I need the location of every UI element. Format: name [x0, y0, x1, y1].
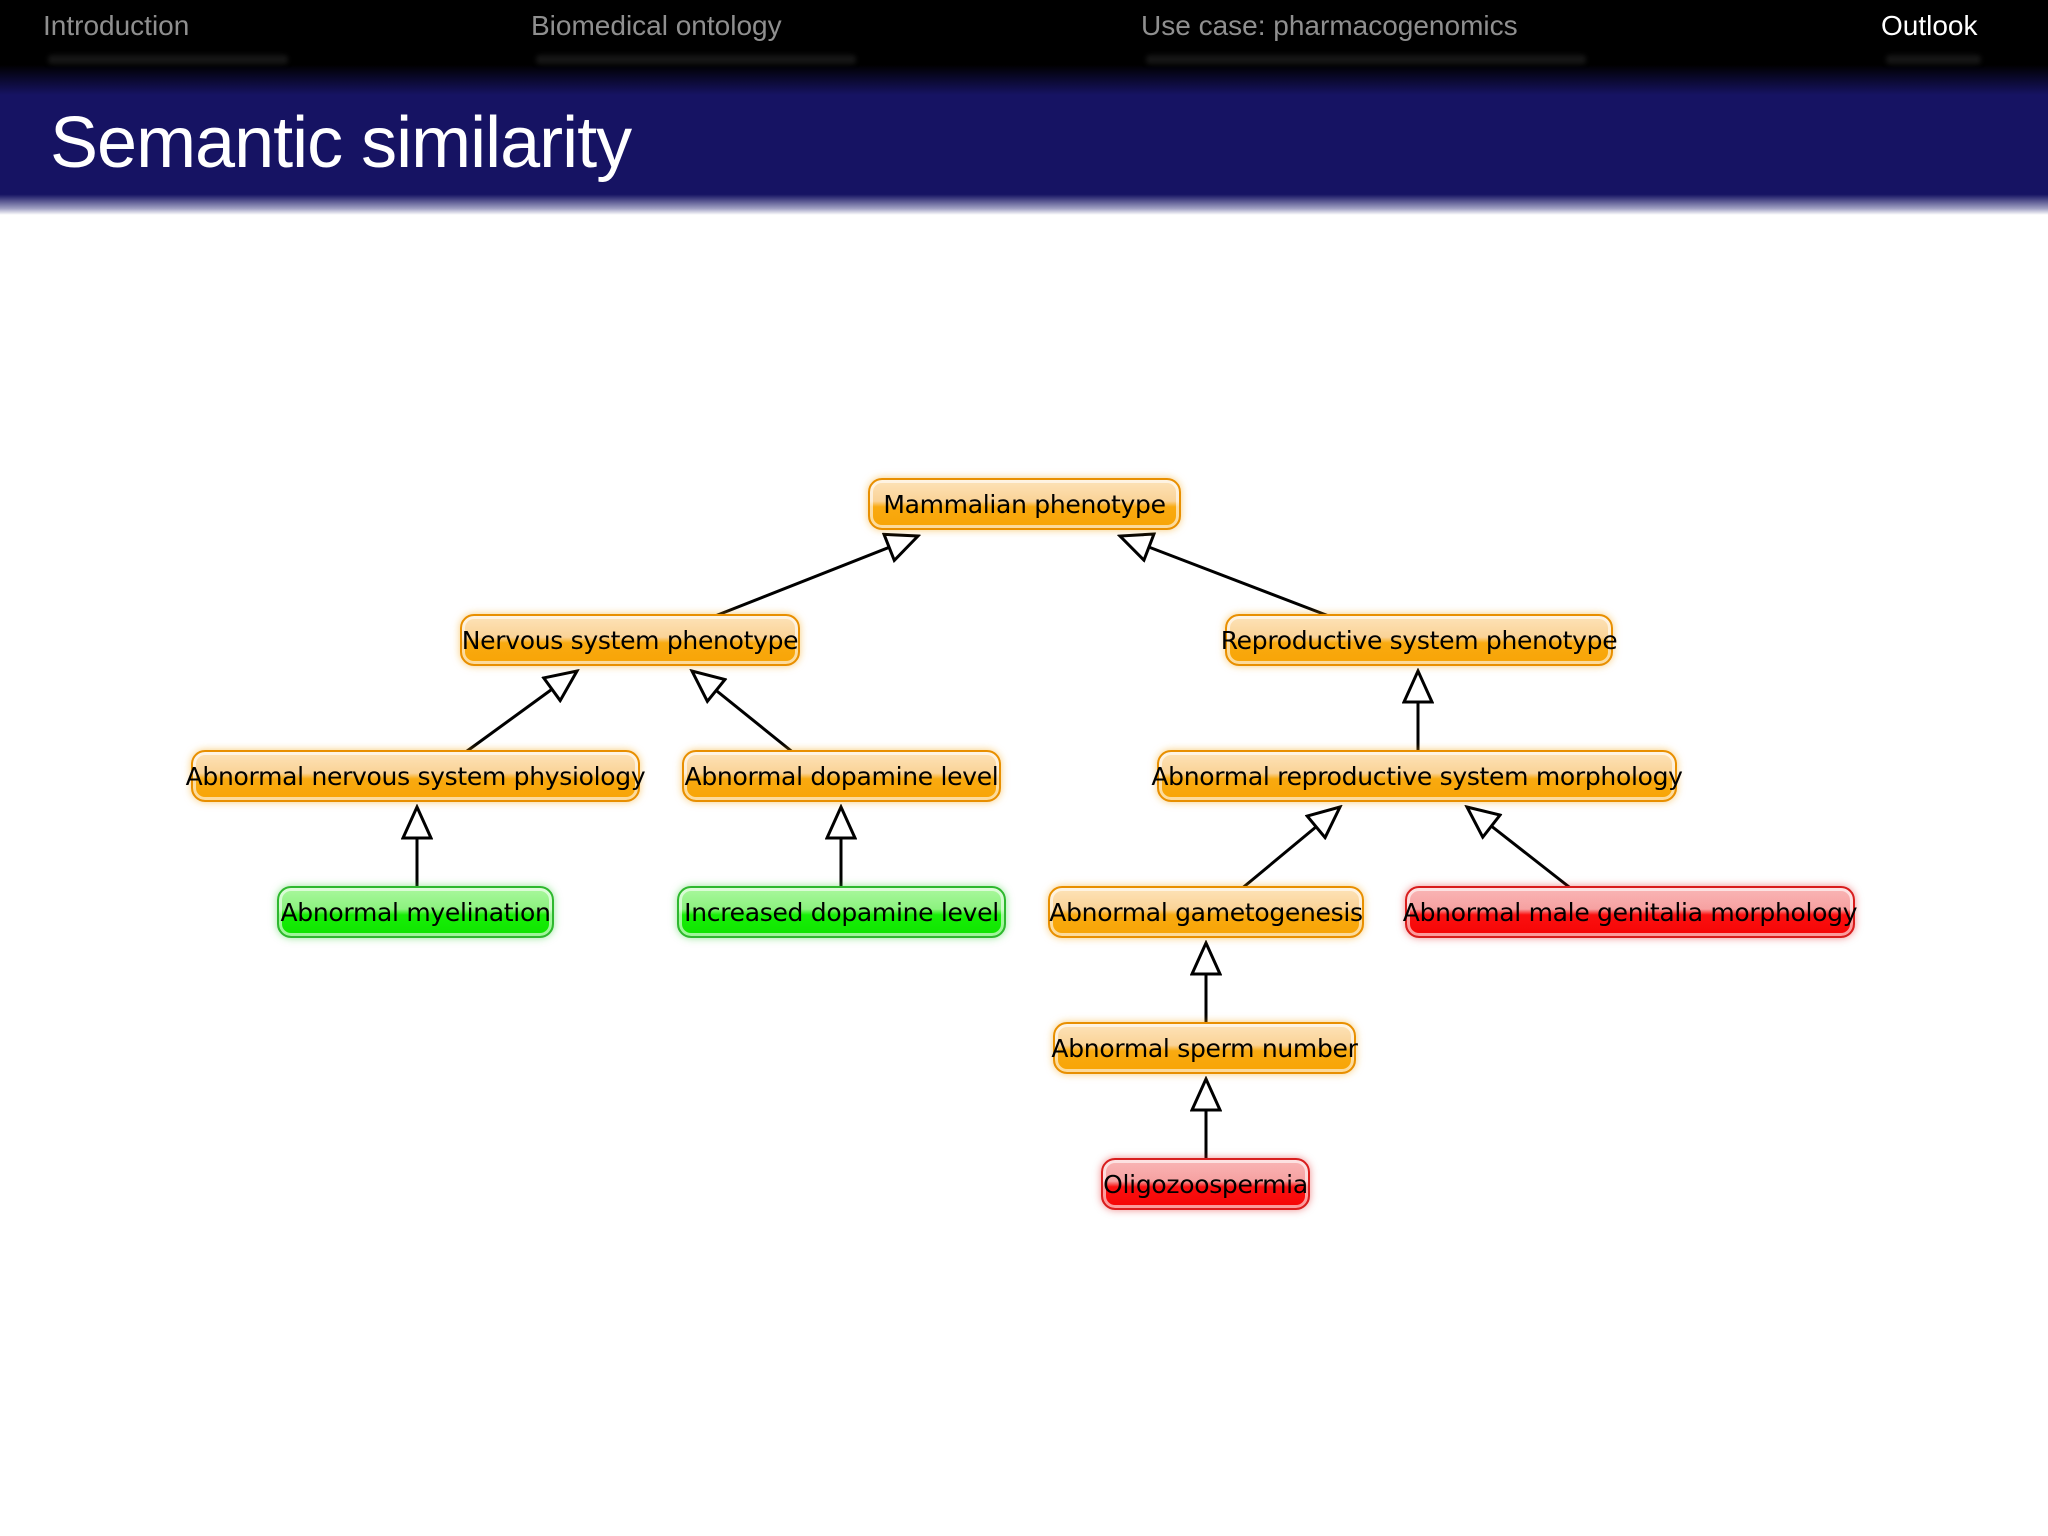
node-label: Abnormal reproductive system morphology	[1151, 761, 1683, 791]
node-abnormal-nervous-system-physiology: Abnormal nervous system physiology	[186, 750, 646, 802]
node-label: Abnormal myelination	[280, 897, 551, 927]
nav-item-outlook[interactable]: Outlook	[1881, 10, 1978, 41]
node-label: Abnormal dopamine level	[684, 761, 999, 791]
nav-item-biomedical-ontology[interactable]: Biomedical ontology	[531, 10, 782, 41]
node-label: Abnormal sperm number	[1051, 1033, 1358, 1063]
node-abnormal-male-genitalia-morphology: Abnormal male genitalia morphology	[1402, 886, 1858, 938]
node-mammalian-phenotype: Mammalian phenotype	[868, 478, 1181, 530]
edge-ansp-to-nsp	[462, 671, 577, 756]
node-nervous-system-phenotype: Nervous system phenotype	[460, 614, 800, 666]
node-label: Abnormal male genitalia morphology	[1402, 897, 1858, 927]
node-abnormal-gametogenesis: Abnormal gametogenesis	[1048, 886, 1364, 938]
node-increased-dopamine-level: Increased dopamine level	[677, 886, 1006, 938]
edge-rsp-to-mammalian	[1120, 536, 1335, 620]
node-reproductive-system-phenotype: Reproductive system phenotype	[1221, 614, 1618, 666]
node-label: Mammalian phenotype	[883, 489, 1166, 519]
nav-subsection-ghost	[1146, 55, 1586, 64]
node-abnormal-dopamine-level: Abnormal dopamine level	[682, 750, 1001, 802]
node-label: Abnormal nervous system physiology	[185, 761, 646, 791]
edge-amgm-to-arsm	[1467, 807, 1574, 892]
nav-item-introduction[interactable]: Introduction	[43, 10, 190, 41]
node-abnormal-sperm-number: Abnormal sperm number	[1051, 1022, 1358, 1074]
nav-subsection-ghost	[536, 55, 856, 64]
node-oligozoospermia: Oligozoospermia	[1101, 1158, 1310, 1210]
node-label: Oligozoospermia	[1103, 1169, 1308, 1199]
edge-nsp-to-mammalian	[709, 536, 918, 620]
edge-gametogenesis-to-arsm	[1239, 807, 1340, 892]
node-label: Nervous system phenotype	[461, 625, 799, 655]
nav-item-use-case-pharmacogenomics[interactable]: Use case: pharmacogenomics	[1141, 10, 1518, 41]
node-label: Abnormal gametogenesis	[1049, 897, 1363, 927]
node-label: Increased dopamine level	[684, 897, 999, 927]
node-abnormal-reproductive-system-morphology: Abnormal reproductive system morphology	[1151, 750, 1683, 802]
node-label: Reproductive system phenotype	[1220, 625, 1618, 655]
nav-subsection-ghost	[1886, 55, 1981, 64]
nav-subsection-ghost	[48, 55, 288, 64]
header: Introduction Biomedical ontology Use cas…	[0, 0, 2048, 216]
page-title: Semantic similarity	[50, 103, 632, 183]
edge-adl-to-nsp	[692, 671, 796, 756]
node-abnormal-myelination: Abnormal myelination	[277, 886, 554, 938]
